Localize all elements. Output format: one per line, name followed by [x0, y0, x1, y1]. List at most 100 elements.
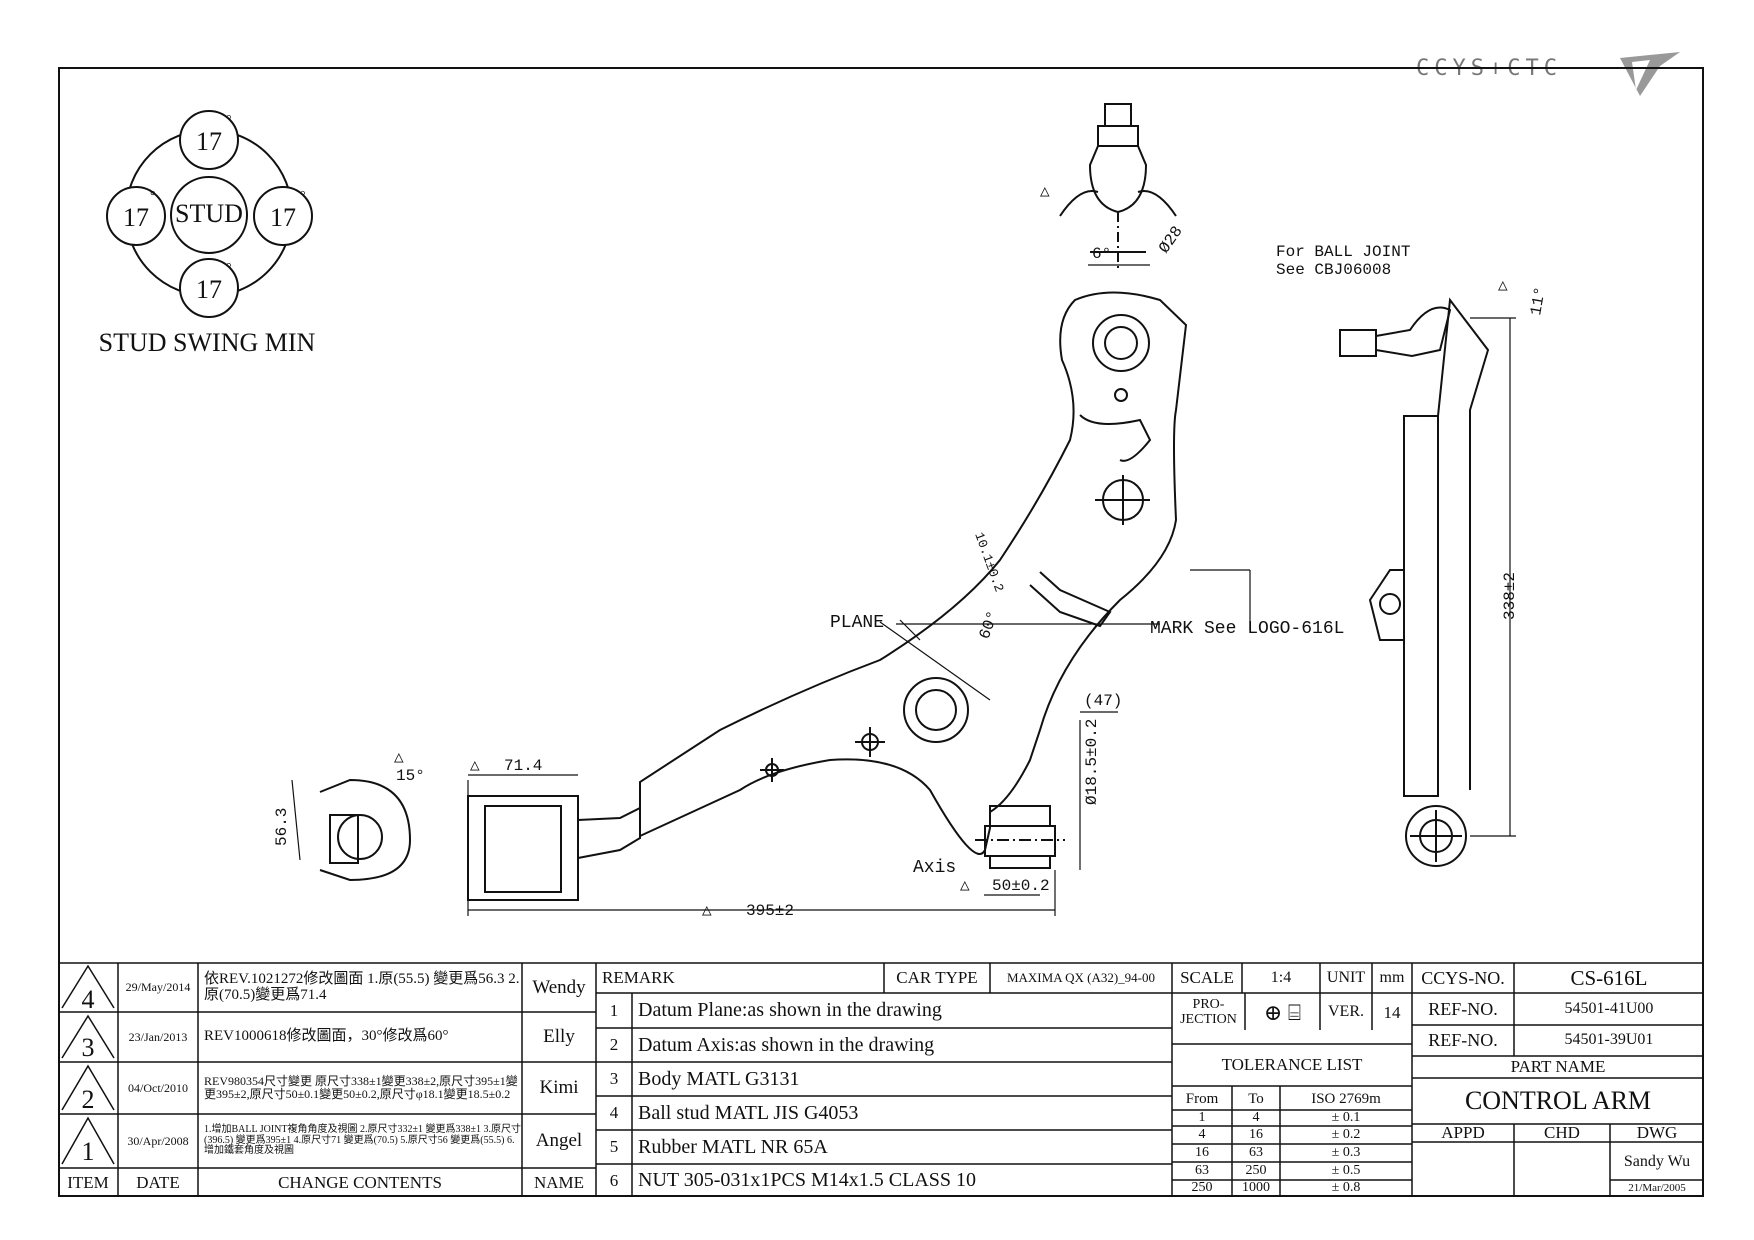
front-bushing-view — [467, 795, 641, 901]
tol-row-1-to: 4 — [1252, 1110, 1260, 1125]
chd-label: CHD — [1544, 1124, 1580, 1142]
rev-name-3: Elly — [543, 1026, 575, 1048]
projection-label: PRO- JECTION — [1180, 996, 1237, 1027]
rev-item-3: 3 — [81, 1036, 95, 1060]
scale-label: SCALE — [1180, 968, 1234, 988]
rev-date-1: 30/Apr/2008 — [127, 1133, 189, 1148]
drawing-frame — [58, 67, 1704, 1197]
rev-header-date: DATE — [136, 1172, 180, 1192]
part-name-label: PART NAME — [1510, 1057, 1606, 1077]
projection-symbol-icon: ⊕ ⌸ — [1263, 999, 1302, 1025]
remark-no-3: 3 — [609, 1069, 619, 1089]
tol-row-3-from: 16 — [1195, 1144, 1209, 1160]
dim-11-deg: 11° — [1527, 285, 1550, 317]
tol-row-4-from: 63 — [1195, 1162, 1209, 1178]
dim-28: Ø28 — [1155, 223, 1186, 257]
stud-swing-caption: STUD SWING MIN — [99, 328, 316, 357]
tol-row-4-to: 250 — [1245, 1162, 1267, 1178]
dim-60-deg: 60° — [976, 608, 1003, 641]
remark-text-6: NUT 305-031x1PCS M14x1.5 CLASS 10 — [638, 1169, 977, 1191]
remark-no-6: 6 — [609, 1170, 619, 1190]
ref-no-value-1: 54501-41U00 — [1564, 999, 1654, 1017]
ref-no-value-2: 54501-39U01 — [1564, 1031, 1654, 1049]
rev-date-2: 04/Oct/2010 — [128, 1080, 188, 1095]
ref-no-label-1: REF-NO. — [1428, 998, 1498, 1019]
tri-71: △ — [470, 757, 480, 775]
plane-label: PLANE — [830, 613, 884, 633]
mark-label: MARK See LOGO-616L — [1150, 619, 1344, 639]
ball-joint-note-line1: For BALL JOINT — [1276, 243, 1410, 261]
remark-label: REMARK — [602, 968, 675, 988]
stud-bottom-degree: ° — [226, 261, 232, 276]
rev-date-3: 23/Jan/2013 — [128, 1029, 188, 1044]
remark-no-1: 1 — [609, 1000, 619, 1020]
rev-item-2: 2 — [81, 1088, 95, 1112]
scale-value: 1:4 — [1270, 968, 1292, 986]
tol-row-2-to: 16 — [1249, 1126, 1263, 1142]
tolerance-title: TOLERANCE LIST — [1221, 1055, 1363, 1075]
dim-18-5: Ø18.5±0.2 — [1083, 719, 1101, 805]
dim-56-3: 56.3 — [273, 808, 291, 846]
tol-row-5-value: ± 0.8 — [1331, 1180, 1361, 1196]
tri-top: △ — [1040, 183, 1050, 201]
tol-row-1-value: ± 0.1 — [1331, 1110, 1361, 1125]
tri-395: △ — [702, 902, 712, 920]
rev-contents-2: REV980354尺寸變更 原尺寸338±1變更338±2,原尺寸395±1變更… — [204, 1074, 518, 1101]
tol-row-5-to: 1000 — [1242, 1180, 1270, 1196]
rev-header-name: NAME — [533, 1172, 585, 1192]
tri-50: △ — [960, 877, 970, 895]
tol-row-2-value: ± 0.2 — [1331, 1126, 1361, 1142]
rev-item-4: 4 — [81, 988, 95, 1012]
remark-text-1: Datum Plane:as shown in the drawing — [638, 999, 942, 1021]
stud-swing-diagram — [106, 110, 313, 318]
dim-15-deg: 15° — [396, 767, 425, 785]
rev-header-item: ITEM — [67, 1172, 109, 1192]
dim-50: 50±0.2 — [992, 877, 1050, 895]
rev-contents-1: 1.增加BALL JOINT複角角度及視圖 2.原尺寸332±1 變更爲338±… — [204, 1124, 521, 1157]
tol-head-iso: ISO 2769m — [1311, 1091, 1381, 1108]
remark-text-5: Rubber MATL NR 65A — [638, 1135, 828, 1158]
remark-text-3: Body MATL G3131 — [638, 1067, 800, 1090]
ball-joint-note-line2: See CBJ06008 — [1276, 261, 1391, 279]
rev-item-1: 1 — [81, 1140, 95, 1164]
stud-left-value: 17 — [123, 203, 149, 232]
dim-338: 338±2 — [1501, 572, 1519, 620]
stud-top-value: 17 — [196, 127, 222, 156]
car-type-value: MAXIMA QX (A32)_94-00 — [1006, 970, 1156, 986]
stud-right-degree: ° — [300, 189, 306, 204]
unit-value: mm — [1379, 968, 1405, 986]
tol-row-3-to: 63 — [1249, 1144, 1263, 1160]
remark-no-5: 5 — [609, 1137, 619, 1157]
top-ball-joint-view — [1059, 103, 1177, 268]
drawn-by: Sandy Wu — [1623, 1152, 1691, 1170]
appd-label: APPD — [1441, 1124, 1485, 1142]
remark-no-4: 4 — [609, 1103, 619, 1123]
tol-row-4-value: ± 0.5 — [1331, 1162, 1361, 1178]
remark-text-2: Datum Axis:as shown in the drawing — [638, 1033, 935, 1056]
tol-row-3-value: ± 0.3 — [1331, 1144, 1361, 1160]
stud-center-label: STUD — [175, 199, 243, 228]
stud-left-degree: ° — [150, 189, 156, 204]
tol-head-to: To — [1248, 1091, 1264, 1108]
tol-row-5-from: 250 — [1191, 1180, 1213, 1196]
drawn-date: 21/Mar/2005 — [1628, 1181, 1686, 1194]
control-arm-plan-view — [639, 291, 1188, 869]
dim-395: 395±2 — [746, 902, 794, 920]
axis-label: Axis — [913, 858, 956, 878]
unit-label: UNIT — [1326, 968, 1366, 986]
tol-row-2-from: 4 — [1198, 1126, 1206, 1142]
title-block-grid — [58, 962, 1704, 1197]
car-type-label: CAR TYPE — [896, 968, 978, 988]
remark-text-4: Ball stud MATL JIS G4053 — [638, 1101, 859, 1124]
rev-name-4: Wendy — [532, 976, 586, 998]
rear-bushing-view — [319, 778, 412, 882]
dim-47: (47) — [1084, 692, 1122, 710]
ref-no-label-2: REF-NO. — [1428, 1030, 1498, 1051]
tri-side: △ — [1498, 277, 1508, 295]
ccys-no-label: CCYS-NO. — [1421, 967, 1505, 988]
rev-name-1: Angel — [535, 1130, 583, 1152]
rev-header-contents: CHANGE CONTENTS — [278, 1172, 442, 1192]
tol-head-from: From — [1185, 1091, 1219, 1108]
part-name-value: CONTROL ARM — [1464, 1086, 1652, 1116]
